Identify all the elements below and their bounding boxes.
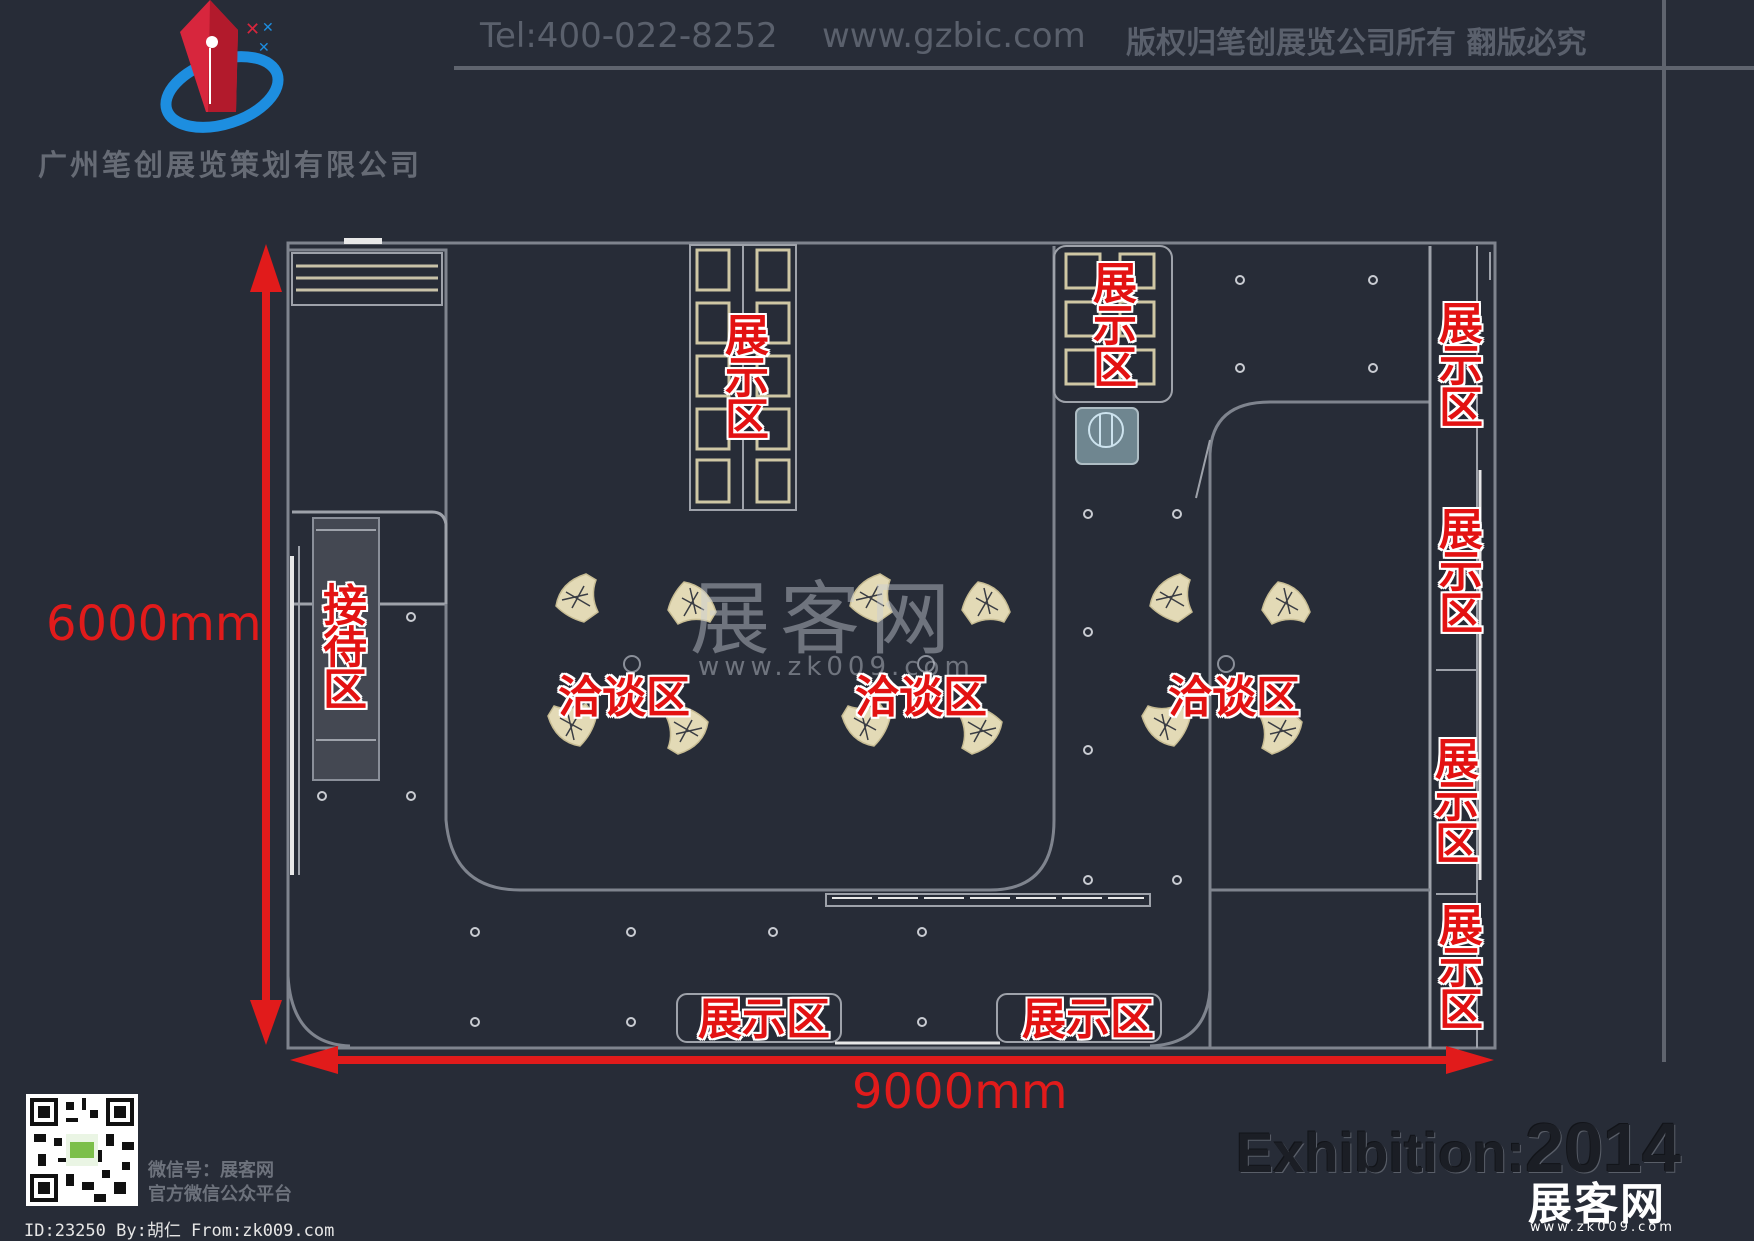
header-copyright: 版权归笔创展览公司所有 翻版必究: [1126, 26, 1587, 61]
brand-logo-text: 展客网: [1528, 1179, 1666, 1230]
credit-line: ID:23250 By:胡仁 From:zk009.com: [24, 1221, 335, 1241]
zone-label-negotiation-3: 洽谈区: [1168, 672, 1300, 723]
zone-label-display-bottom-2: 展示区: [1022, 994, 1154, 1045]
exhibition-label: Exhibition:2014: [1236, 1108, 1681, 1188]
header-divider: [454, 66, 1754, 70]
brand-logo-url: www.zk009.com: [1530, 1220, 1675, 1235]
right-margin-line: [1662, 0, 1666, 1062]
zone-label-display-wall-4: 展示区: [1431, 902, 1482, 1028]
zone-label-display-center-top: 展示区: [717, 312, 768, 438]
width-dimension-label: 9000mm: [852, 1064, 1068, 1120]
exhibition-year: 2014: [1525, 1109, 1682, 1187]
zone-label-negotiation-1: 洽谈区: [558, 672, 690, 723]
zone-label-negotiation-2: 洽谈区: [855, 672, 987, 723]
header-tel: Tel:400-022-8252: [480, 16, 778, 56]
zone-label-display-wall-1: 展示区: [1431, 300, 1482, 426]
svg-text:✕: ✕: [262, 20, 274, 36]
zone-label-display-right-top: 展示区: [1085, 260, 1136, 386]
qr-code: [26, 1094, 138, 1206]
pen-nib-logo: ✕ ✕ ✕: [160, 0, 284, 133]
watermark-url: www.zk009.com: [698, 652, 975, 682]
company-name: 广州笔创展览策划有限公司: [38, 148, 423, 182]
watermark-brand: 展客网: [690, 573, 960, 666]
zone-label-display-wall-3: 展示区: [1427, 736, 1478, 862]
svg-text:✕: ✕: [258, 40, 270, 56]
svg-text:✕: ✕: [245, 19, 260, 40]
header-website: www.gzbic.com: [822, 16, 1086, 56]
zone-label-display-wall-2: 展示区: [1431, 506, 1482, 632]
exhibition-colon: :: [1506, 1121, 1526, 1184]
wechat-id: 微信号：展客网: [148, 1160, 274, 1181]
exhibition-word: Exhibition: [1236, 1121, 1507, 1184]
height-dimension-label: 6000mm: [46, 596, 262, 652]
zone-label-display-bottom-1: 展示区: [698, 994, 830, 1045]
zone-label-reception: 接待区: [315, 582, 366, 708]
wechat-desc: 官方微信公众平台: [148, 1184, 292, 1205]
